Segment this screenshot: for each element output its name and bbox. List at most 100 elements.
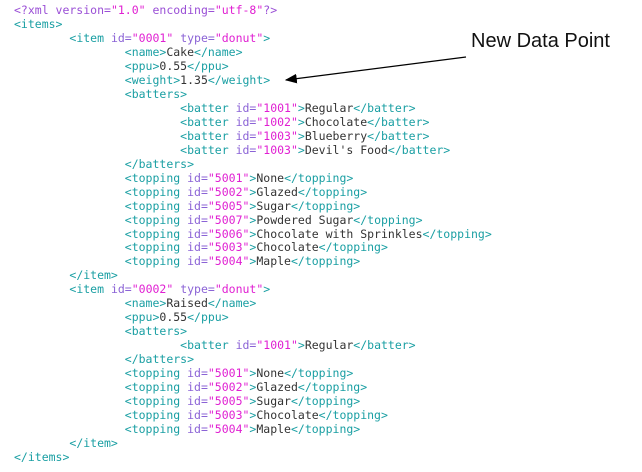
xml-tag: </topping>	[290, 254, 361, 269]
xml-tag: <batters>	[124, 324, 188, 339]
xml-value: "0001"	[131, 30, 174, 45]
xml-text: Powdered Sugar	[256, 212, 354, 227]
xml-value: "1003"	[256, 128, 298, 143]
code-line: <batter id="1001">Regular</batter>	[14, 338, 492, 353]
code-line: <name>Cake</name>	[14, 44, 492, 60]
xml-tag: </topping>	[290, 394, 361, 409]
xml-tag: <topping	[124, 170, 188, 185]
code-line: </item>	[14, 268, 492, 283]
xml-value: "5005"	[207, 394, 250, 409]
xml-tag: >	[263, 30, 271, 45]
xml-tag: <items>	[14, 16, 63, 31]
xml-attribute: id=	[235, 338, 257, 353]
xml-tag: >	[297, 100, 305, 115]
xml-tag: <topping	[124, 198, 188, 213]
xml-attribute: id=	[187, 394, 208, 409]
code-line: <?xml version="1.0" encoding="utf-8"?>	[14, 3, 492, 18]
xml-value: "donut"	[214, 282, 264, 297]
code-line: <batter id="1003">Blueberry</batter>	[14, 128, 492, 144]
xml-tag: >	[249, 254, 257, 269]
code-line: <topping id="5003">Chocolate</topping>	[14, 240, 492, 255]
xml-text: Glazed	[256, 184, 298, 199]
xml-tag: >	[249, 408, 257, 423]
xml-text: Blueberry	[304, 128, 368, 143]
xml-value: "donut"	[214, 30, 264, 45]
xml-tag: </item>	[69, 268, 118, 283]
xml-tag: <batter	[180, 128, 236, 143]
xml-text: Sugar	[256, 394, 291, 409]
xml-tag: </batter>	[387, 142, 451, 157]
xml-declaration: encoding=	[145, 3, 215, 17]
xml-tag: </batter>	[353, 100, 416, 115]
xml-tag: </batters>	[124, 352, 195, 367]
xml-tag: >	[297, 114, 305, 129]
xml-tag: >	[249, 394, 257, 409]
xml-tag: >	[297, 142, 305, 157]
code-line: <batter id="1003">Devil's Food</batter>	[14, 142, 492, 158]
code-line: </batters>	[14, 156, 492, 172]
xml-text: Chocolate with Sprinkles	[256, 226, 423, 241]
xml-attribute: id=	[187, 254, 208, 269]
xml-value: "5006"	[207, 226, 250, 241]
xml-tag: >	[249, 422, 257, 437]
code-line: <batter id="1002">Chocolate</batter>	[14, 114, 492, 130]
code-line: </batters>	[14, 352, 492, 367]
code-line: <name>Raised</name>	[14, 296, 492, 311]
xml-attribute: id=	[187, 184, 208, 199]
xml-tag: >	[249, 380, 257, 395]
xml-attribute: id=	[187, 212, 208, 227]
xml-value: "5004"	[207, 254, 250, 269]
xml-tag: </topping>	[422, 226, 492, 241]
code-line: <topping id="5004">Maple</topping>	[14, 254, 492, 269]
xml-tag: <batters>	[124, 86, 188, 101]
xml-tag: </topping>	[290, 198, 361, 213]
code-line: </items>	[14, 450, 492, 465]
xml-attribute: id=	[235, 100, 257, 115]
xml-tag: <topping	[124, 408, 188, 423]
xml-text: Regular	[304, 100, 354, 115]
code-line: <items>	[14, 16, 492, 32]
xml-text: Raised	[166, 296, 208, 311]
xml-tag: <topping	[124, 394, 188, 409]
xml-text: 1.35	[180, 72, 208, 87]
xml-attribute: id=	[187, 366, 208, 381]
xml-value: "5005"	[207, 198, 250, 213]
xml-tag: </ppu>	[187, 58, 229, 73]
xml-tag: </batters>	[124, 156, 195, 171]
xml-tag: <topping	[124, 226, 188, 241]
code-line: <topping id="5001">None</topping>	[14, 170, 492, 186]
xml-value: "1.0"	[110, 3, 146, 17]
xml-value: "5007"	[207, 212, 250, 227]
xml-text: Regular	[304, 338, 354, 353]
code-line: <topping id="5005">Sugar</topping>	[14, 394, 492, 409]
xml-attribute: id=	[110, 282, 132, 297]
xml-value: "1001"	[256, 338, 298, 353]
code-line: <topping id="5007">Powdered Sugar</toppi…	[14, 212, 492, 228]
xml-tag: </name>	[194, 44, 243, 59]
xml-tag: </topping>	[290, 422, 361, 437]
xml-tag: <topping	[124, 366, 188, 381]
xml-value: "1002"	[256, 114, 298, 129]
xml-attribute: id=	[187, 422, 208, 437]
xml-tag: <topping	[124, 422, 188, 437]
xml-tag: </batter>	[353, 338, 416, 353]
code-line: <topping id="5002">Glazed</topping>	[14, 184, 492, 200]
xml-declaration: <?xml version=	[14, 3, 111, 17]
xml-tag: >	[297, 128, 305, 143]
xml-tag: </topping>	[284, 170, 354, 185]
code-line: <batter id="1001">Regular</batter>	[14, 100, 492, 116]
xml-text: Glazed	[256, 380, 298, 395]
xml-attribute: id=	[235, 128, 257, 143]
xml-tag: <batter	[180, 100, 236, 115]
xml-attribute: type=	[173, 30, 215, 45]
xml-attribute: id=	[187, 240, 208, 255]
xml-value: "1001"	[256, 100, 298, 115]
code-line: <item id="0001" type="donut">	[14, 30, 492, 46]
xml-text: Maple	[256, 422, 291, 437]
xml-text: Chocolate	[304, 114, 368, 129]
xml-tag: >	[249, 170, 257, 185]
xml-tag: </topping>	[318, 240, 388, 255]
xml-tag: <item	[69, 30, 111, 45]
xml-tag: >	[249, 240, 257, 255]
xml-tag: <batter	[180, 114, 236, 129]
